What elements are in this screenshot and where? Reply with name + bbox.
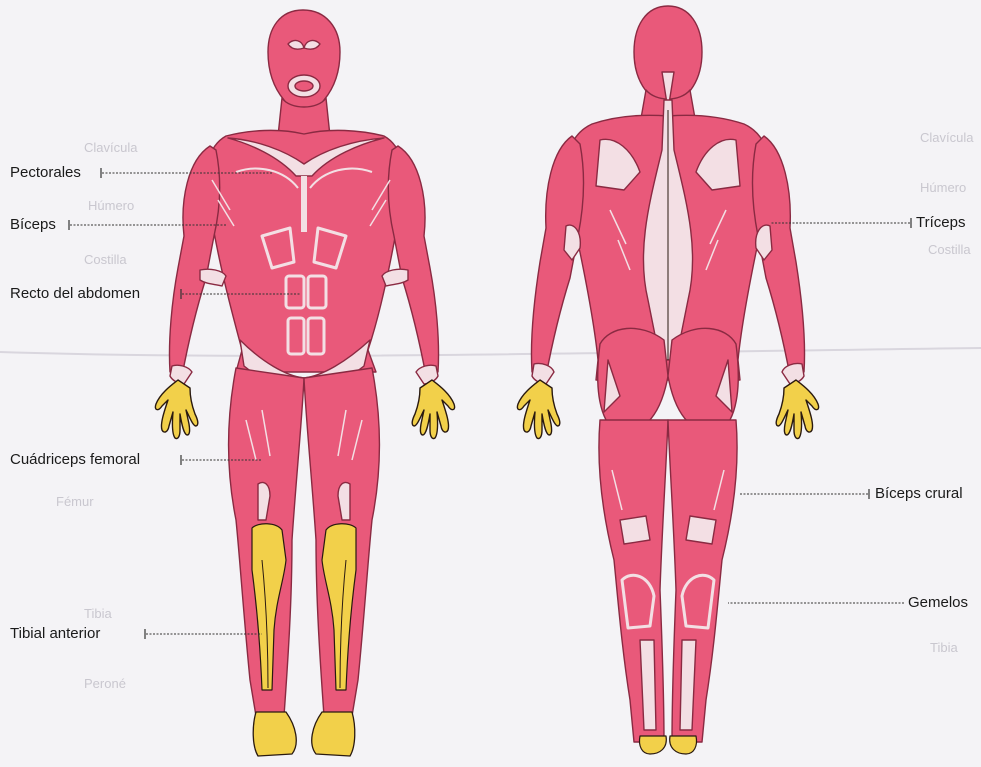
front-hand-right: [412, 380, 454, 439]
ghost-text: Tibia: [930, 640, 958, 655]
ghost-text: Húmero: [88, 198, 134, 213]
ghost-text: Peroné: [84, 676, 126, 691]
ghost-text: Fémur: [56, 494, 94, 509]
ghost-text: Costilla: [928, 242, 971, 257]
label-triceps: Tríceps: [916, 214, 965, 232]
front-figure: [155, 10, 454, 756]
back-hand-right: [776, 380, 818, 439]
label-tibial-anterior: Tibial anterior: [10, 625, 100, 643]
ghost-text: Húmero: [920, 180, 966, 195]
label-gemelos: Gemelos: [908, 594, 968, 612]
ghost-text: Tibia: [84, 606, 112, 621]
front-foot-right: [312, 712, 355, 756]
front-foot-left: [253, 712, 296, 756]
back-heel-left: [639, 736, 666, 754]
label-cuadriceps: Cuádriceps femoral: [10, 451, 140, 469]
ghost-text: Clavícula: [84, 140, 137, 155]
label-pectorales: Pectorales: [10, 164, 81, 182]
front-arm-right: [388, 146, 438, 376]
label-biceps-crural: Bíceps crural: [875, 485, 963, 503]
front-hand-left: [155, 380, 197, 439]
back-hand-left: [517, 380, 559, 439]
label-recto-abdomen: Recto del abdomen: [10, 285, 140, 303]
back-arm-right: [752, 136, 804, 376]
label-biceps: Bíceps: [10, 216, 56, 234]
ghost-text: Clavícula: [920, 130, 973, 145]
ghost-text: Costilla: [84, 252, 127, 267]
back-arm-left: [531, 136, 583, 376]
back-figure: [517, 6, 818, 754]
paper-fold-line: [0, 348, 981, 356]
back-heel-right: [670, 736, 697, 754]
